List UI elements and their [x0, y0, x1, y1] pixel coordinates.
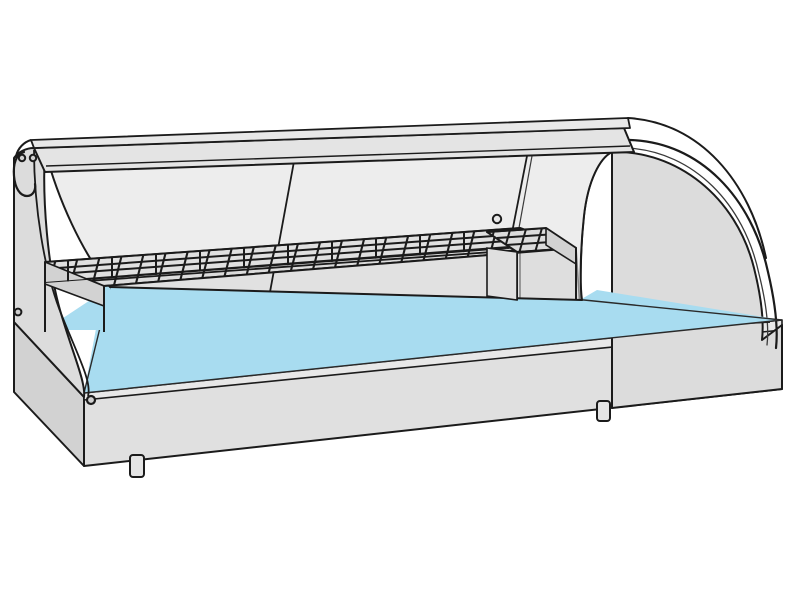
canopy-left-cap — [13, 139, 32, 159]
left-end-glass-curve — [33, 149, 90, 397]
hinge-top-left-icon — [17, 153, 27, 163]
canopy-seam — [45, 145, 631, 167]
right-end-outer — [611, 150, 783, 409]
right-end-rim — [628, 138, 778, 350]
hinge-base-left-icon — [85, 394, 97, 406]
latch-hook — [12, 150, 37, 198]
canopy — [13, 117, 767, 259]
top-rail-right-curve — [627, 117, 767, 259]
shelf-supports — [44, 247, 577, 332]
leg-left — [129, 454, 145, 478]
hardware — [12, 150, 503, 406]
leg-right — [596, 400, 611, 422]
display-deck — [45, 286, 783, 394]
hinge-right-icon — [491, 213, 503, 225]
hinge-top-left-2-icon — [28, 153, 38, 163]
hinge-bottom-left-icon — [13, 307, 23, 317]
top-rail — [30, 117, 631, 149]
